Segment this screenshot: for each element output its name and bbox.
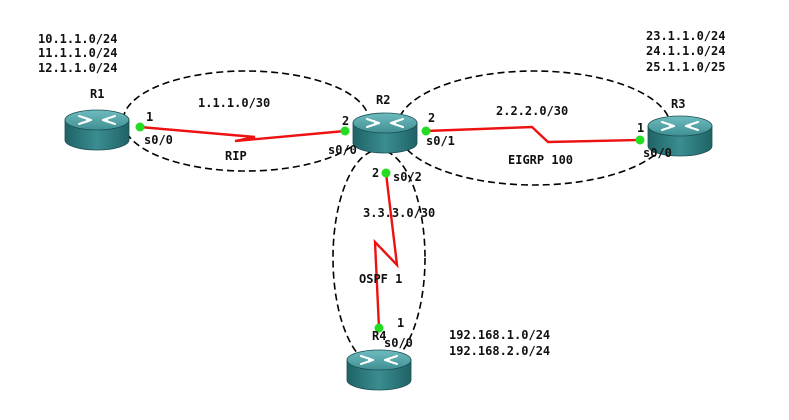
port-dot-r4-s0-0 — [374, 323, 384, 333]
r4-route: 192.168.2.0/24 — [449, 344, 550, 358]
router-r3-label: R3 — [671, 97, 685, 111]
port-dot-r1-s0-0 — [135, 122, 145, 132]
r4-interface-name: s0/0 — [384, 336, 413, 350]
router-icon — [352, 112, 418, 154]
router-r4-label: R4 — [372, 329, 386, 343]
router-r1[interactable] — [64, 109, 130, 151]
port-dot-r2-s0-0 — [340, 126, 350, 136]
link-r1-r2-protocol: RIP — [225, 149, 247, 163]
r2-interface-name-right: s0/1 — [426, 134, 455, 148]
router-r1-label: R1 — [90, 87, 104, 101]
r2-interface-name-bottom: s0/2 — [393, 170, 422, 184]
r1-route: 11.1.1.0/24 — [38, 46, 117, 60]
router-icon — [346, 349, 412, 391]
r1-interface-name: s0/0 — [144, 133, 173, 147]
r3-route: 23.1.1.0/24 — [646, 29, 725, 43]
link-r2-r3-protocol: EIGRP 100 — [508, 153, 573, 167]
r3-interface-name: s0/0 — [643, 146, 672, 160]
router-r2[interactable] — [352, 112, 418, 154]
r2-interface-name-left: s0/0 — [328, 143, 357, 157]
link-r2-r4-protocol: OSPF 1 — [359, 272, 402, 286]
r3-route: 25.1.1.0/25 — [646, 60, 725, 74]
link-r1-r2 — [139, 125, 346, 143]
r1-route: 12.1.1.0/24 — [38, 61, 117, 75]
r4-port-number: 1 — [397, 316, 404, 330]
link-r2-r3 — [425, 125, 641, 144]
r3-port-number: 1 — [637, 121, 644, 135]
port-dot-r2-s0-1 — [421, 126, 431, 136]
r4-route: 192.168.1.0/24 — [449, 328, 550, 342]
link-r2-r4-network: 3.3.3.0/30 — [363, 206, 435, 220]
router-r2-label: R2 — [376, 93, 390, 107]
r2-port-number-right: 2 — [428, 111, 435, 125]
port-dot-r3-s0-0 — [635, 135, 645, 145]
r2-port-number-bottom: 2 — [372, 166, 379, 180]
r1-port-number: 1 — [146, 110, 153, 124]
port-dot-r2-s0-2 — [381, 168, 391, 178]
r1-route: 10.1.1.0/24 — [38, 32, 117, 46]
router-r4[interactable] — [346, 349, 412, 391]
r2-port-number-left: 2 — [342, 114, 349, 128]
r3-route: 24.1.1.0/24 — [646, 44, 725, 58]
link-r2-r3-network: 2.2.2.0/30 — [496, 104, 568, 118]
router-icon — [64, 109, 130, 151]
link-r2-r4 — [373, 172, 399, 329]
link-r1-r2-network: 1.1.1.0/30 — [198, 96, 270, 110]
